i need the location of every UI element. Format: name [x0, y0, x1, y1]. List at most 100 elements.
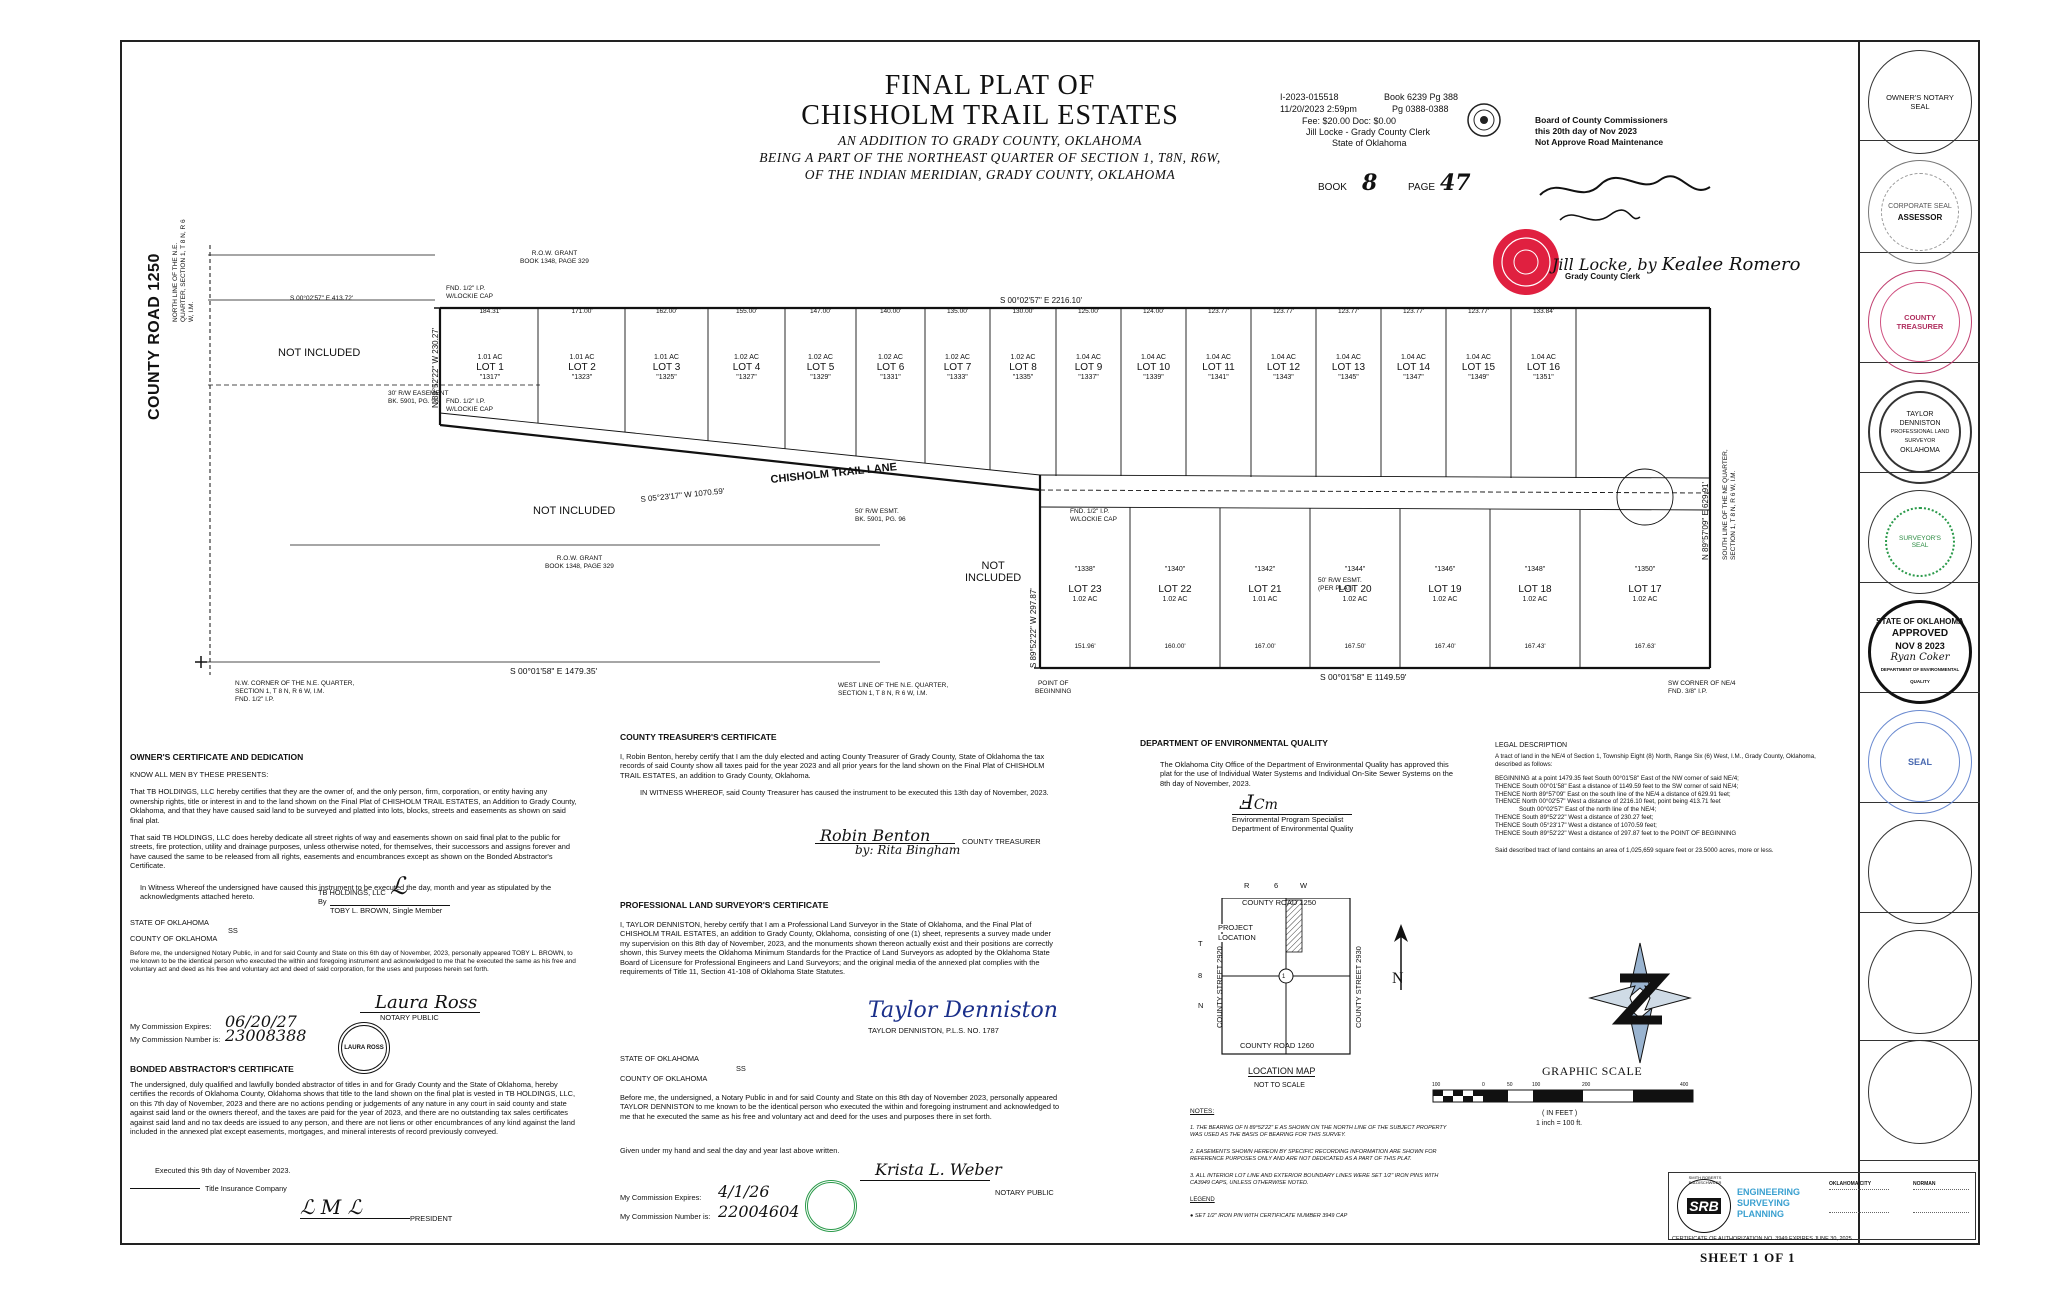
map-eight: 8 [1198, 971, 1203, 980]
surveyor-seal-inner: TAYLOR DENNISTON PROFESSIONAL LAND SURVE… [1879, 391, 1961, 473]
surveyor-seal-line3: PROFESSIONAL LAND SURVEYOR [1890, 428, 1950, 444]
surveyor-seal-label: SURVEYOR'S SEAL [1899, 535, 1941, 549]
esmt-2a: 50' R/W ESMT. [855, 508, 899, 515]
owner-comm-no: 23008388 [225, 1026, 307, 1045]
row-grant-mid-1: R.O.W. GRANT [556, 555, 603, 562]
treasurer-sig2: by: Rita Bingham [855, 843, 961, 857]
lot-9-ac: 1.04 AC [1076, 354, 1101, 361]
pob-2: BEGINNING [1035, 688, 1072, 695]
note-item: 1. THE BEARING OF N 89°52'22" E AS SHOWN… [1190, 1125, 1447, 1138]
lot-5: 147.00' 1.02 AC LOT 5 "1329" [785, 308, 856, 381]
lots-south-line-east [1039, 474, 1711, 479]
deq-body: The Oklahoma City Office of the Departme… [1160, 760, 1454, 788]
surveyor-comm-exp: 4/1/26 [718, 1182, 770, 1201]
lot-3-addr: "1325" [656, 374, 677, 381]
clerk-signature: Jill Locke, by Kealee Romero [1552, 254, 1801, 275]
map-w: W [1300, 881, 1308, 890]
lot-7-ac: 1.02 AC [945, 354, 970, 361]
corporate-seal-label: CORPORATE SEAL [1888, 202, 1952, 210]
board-approval: Board of County Commissioners this 20th … [1535, 115, 1668, 148]
lot-14-addr: "1347" [1403, 374, 1424, 381]
west-line-1: WEST LINE OF THE N.E. QUARTER, [838, 682, 949, 689]
owner-cert-p1: That TB HOLDINGS, LLC hereby certifies t… [130, 787, 577, 825]
lot-12-front: 123.77' [1272, 308, 1295, 315]
lot-16: 133.84' 1.04 AC LOT 16 "1351" [1511, 308, 1576, 381]
treasurer-sig: Robin Benton [820, 826, 931, 845]
page-label: PAGE [1408, 182, 1436, 193]
legal-heading: LEGAL DESCRIPTION [1495, 742, 1568, 749]
lot-21-addr: "1342" [1254, 566, 1276, 573]
srb-logo-icon: SRB [1677, 1179, 1731, 1233]
corner-marks [195, 307, 1046, 669]
lot-20-ac: 1.02 AC [1342, 596, 1368, 603]
owner-comm-exp: 06/20/27 [225, 1012, 297, 1031]
surveyor-signature: Taylor Denniston [868, 998, 1058, 1023]
lot-3-front: 162.00' [655, 308, 678, 315]
fnd-ip-3b: W/LOCKIE CAP [1070, 516, 1117, 523]
board-line3: Not Approve Road Maintenance [1535, 137, 1664, 147]
owner-signature: ℒ [390, 872, 408, 900]
treasurer-line [815, 843, 955, 844]
west-line-2: SECTION 1, T 8 N, R 6 W, I.M. [838, 690, 928, 697]
commissioner-signatures [1539, 175, 1711, 221]
legend-item-text: SET 1/2" IRON PIN WITH CERTIFICATE NUMBE… [1194, 1213, 1348, 1219]
lot-23: "1338" LOT 23 1.02 AC 151.96' [1040, 566, 1130, 651]
deq-line [1232, 814, 1352, 815]
lot-13-ac: 1.04 AC [1336, 354, 1361, 361]
legal-calls: BEGINNING at a point 1479.35 feet South … [1495, 775, 1830, 837]
lot-11-addr: "1341" [1208, 374, 1229, 381]
lot-18: "1348" LOT 18 1.02 AC 167.43' [1490, 566, 1580, 651]
surveyor-notary-stamp [805, 1180, 857, 1232]
lot-23-addr: "1338" [1074, 566, 1096, 573]
legal-line: THENCE South 89°52'22" West a distance o… [1495, 829, 1737, 837]
esmt-1a: 30' R/W EASEMENT [388, 390, 449, 397]
legal-line: THENCE South 00°01'58" East a distance o… [1495, 782, 1739, 790]
owner-notary-line [360, 1012, 480, 1013]
title-co-line [130, 1188, 200, 1189]
surveyor-notary-line [860, 1180, 990, 1181]
row-grant-top-2: BOOK 1348, PAGE 329 [520, 258, 589, 265]
assessor-label: ASSESSOR [1897, 212, 1943, 222]
lane-north-line [439, 412, 1041, 476]
county-clerk-seal-icon [1467, 103, 1501, 137]
green-seal-inner: SURVEYOR'S SEAL [1885, 507, 1955, 577]
map-project-label: PROJECT [1218, 923, 1254, 932]
fnd-ip-1b: W/LOCKIE CAP [446, 293, 493, 300]
lot-9: 125.00' 1.04 AC LOT 9 "1337" [1056, 308, 1121, 381]
map-scale: NOT TO SCALE [1254, 1082, 1305, 1089]
lot-15-name: LOT 15 [1461, 362, 1496, 373]
lot-19-front: 167.40' [1434, 643, 1456, 650]
abstractor-heading: BONDED ABSTRACTOR'S CERTIFICATE [130, 1064, 294, 1074]
pob-1: POINT OF [1037, 680, 1069, 687]
logo-words: ENGINEERING SURVEYING PLANNING [1737, 1187, 1800, 1220]
lot-16-ac: 1.04 AC [1531, 354, 1556, 361]
lot-17-ac: 1.02 AC [1632, 596, 1658, 603]
owner-company: TB HOLDINGS, LLC [318, 888, 386, 897]
lot-6-front: 140.00' [879, 308, 902, 315]
nw-corner-1: N.W. CORNER OF THE N.E. QUARTER, [235, 680, 355, 687]
lot-15-ac: 1.04 AC [1466, 354, 1491, 361]
map-road-bottom: COUNTY ROAD 1260 [1240, 1041, 1315, 1050]
lot-3-name: LOT 3 [652, 362, 681, 373]
lot-8: 130.00' 1.02 AC LOT 8 "1335" [990, 308, 1056, 381]
deq-title1: Environmental Program Specialist [1232, 815, 1344, 824]
board-line1: Board of County Commissioners [1535, 115, 1668, 125]
legend-heading: LEGEND [1190, 1197, 1215, 1203]
lot-23-front: 151.96' [1074, 643, 1096, 650]
south-line-label: SOUTH LINE OF THE NE QUARTER, SECTION 1,… [1722, 449, 1737, 560]
lot-5-name: LOT 5 [806, 362, 835, 373]
grady-county-clerk-label: Grady County Clerk [1565, 272, 1641, 281]
treasurer-seal-inner: COUNTY TREASURER [1880, 282, 1960, 362]
lot-22-ac: 1.02 AC [1162, 596, 1188, 603]
lot-8-addr: "1335" [1012, 374, 1034, 381]
deq-certificate: DEPARTMENT OF ENVIRONMENTAL QUALITY The … [1140, 738, 1460, 788]
lot-20: "1344" LOT 20 1.02 AC 167.50' [1310, 566, 1400, 651]
lot-21-front: 167.00' [1254, 643, 1276, 650]
lot-7: 135.00' 1.02 AC LOT 7 "1333" [925, 308, 990, 381]
lot-10: 124.00' 1.04 AC LOT 10 "1339" [1121, 308, 1186, 381]
lot-17-name: LOT 17 [1628, 584, 1662, 595]
row-grant-mid-2: BOOK 1348, PAGE 329 [545, 563, 614, 570]
deq-seal-line1: STATE OF OKLAHOMA [1876, 617, 1964, 626]
